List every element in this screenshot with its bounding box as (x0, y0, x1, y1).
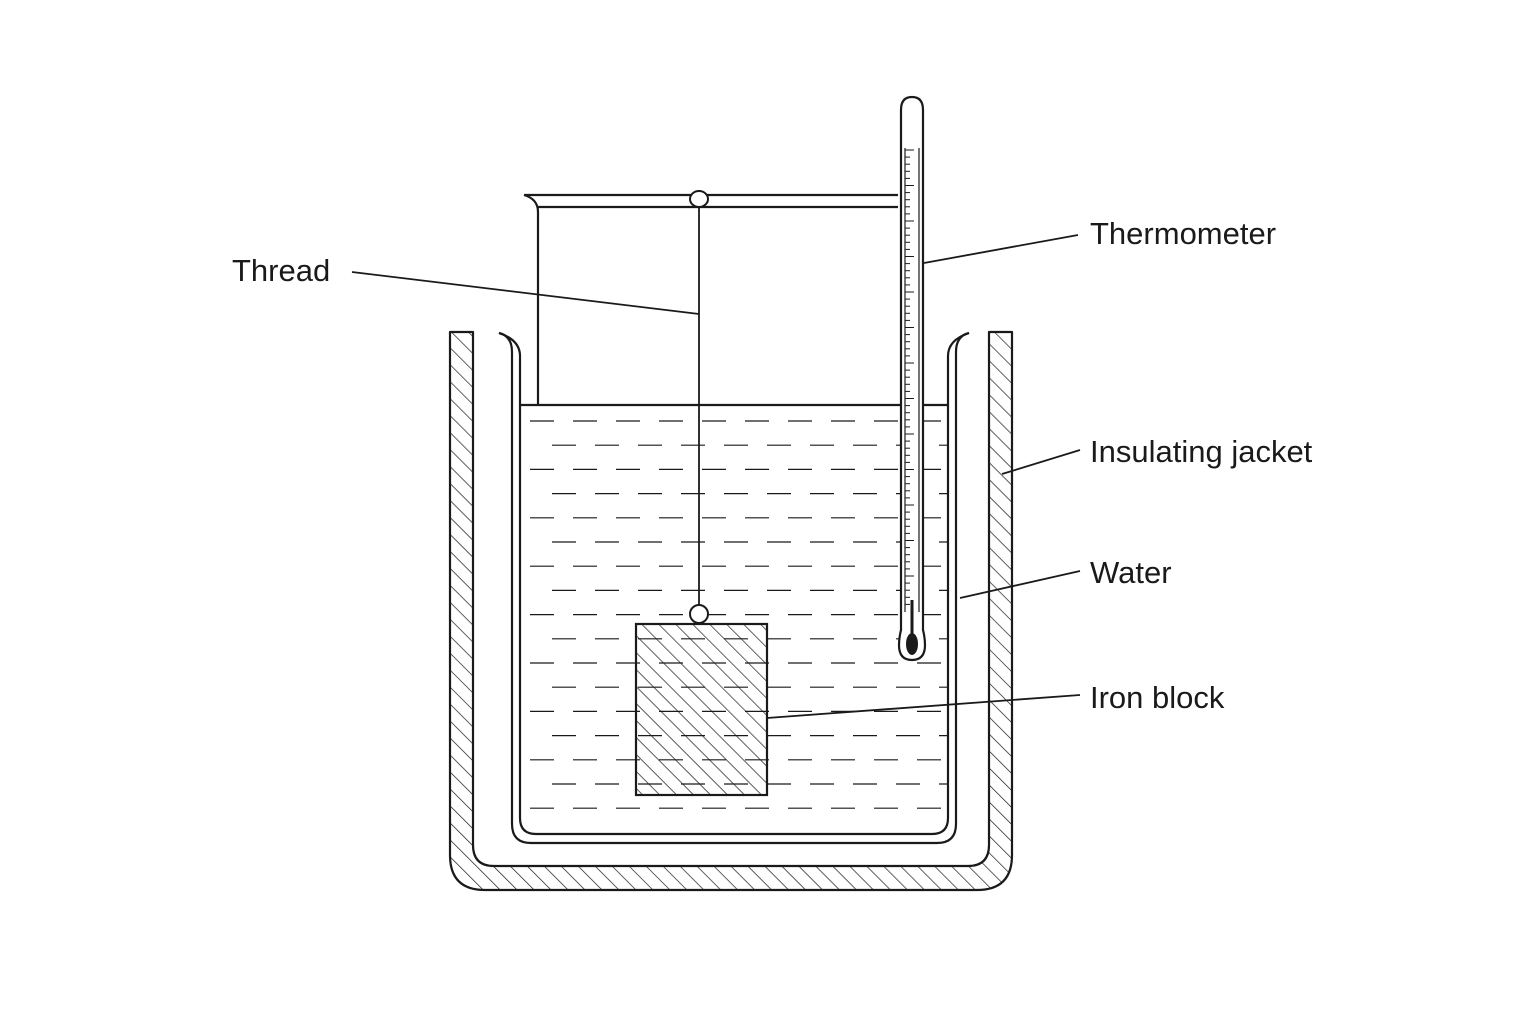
insulating-jacket-leader (1001, 449, 1081, 475)
label-thermometer: Thermometer (1090, 216, 1276, 251)
thermometer (897, 95, 927, 662)
iron-block (634, 622, 769, 797)
beaker (523, 193, 898, 405)
label-insulating-jacket: Insulating jacket (1090, 434, 1313, 469)
label-thread: Thread (232, 253, 330, 288)
thermometer-bulb (906, 633, 918, 655)
insulating-jacket (448, 330, 1014, 892)
label-iron-block: Iron block (1090, 680, 1225, 715)
thread-leader (351, 271, 700, 315)
label-water: Water (1090, 555, 1172, 590)
thread (689, 190, 709, 624)
calorimeter-cup (498, 331, 970, 845)
thermometer-leader (923, 234, 1079, 264)
water-leader (959, 570, 1081, 599)
iron-block-leader (766, 694, 1081, 719)
